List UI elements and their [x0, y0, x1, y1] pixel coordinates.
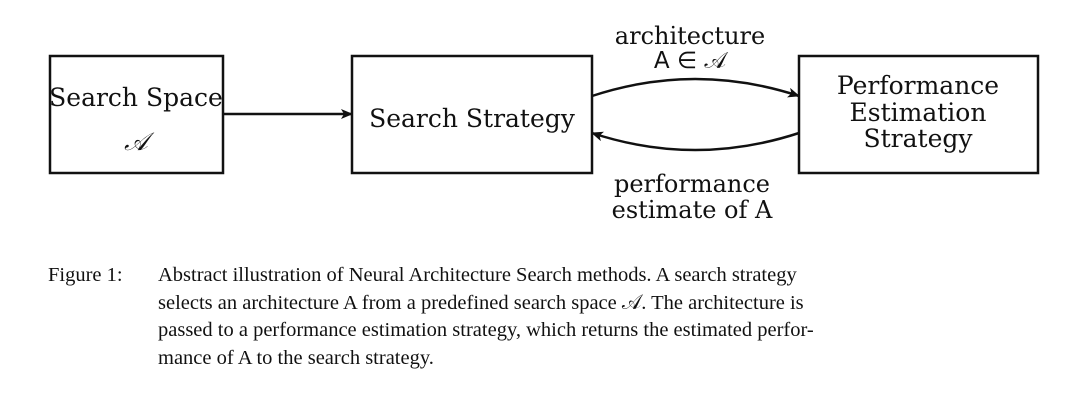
search-space-symbol: 𝒜 — [124, 127, 155, 156]
nas-diagram: Search Space 𝒜 Search Strategy Performan… — [48, 22, 1040, 224]
caption-row-1: Figure 1: Abstract illustration of Neura… — [48, 262, 1048, 290]
figure-caption: Figure 1: Abstract illustration of Neura… — [48, 262, 1048, 372]
caption-label: Figure 1: — [48, 264, 123, 286]
caption-line-2: selects an architecture A from a predefi… — [158, 291, 804, 314]
arrow-strategy-to-estimation — [591, 77, 800, 98]
performance-estimation-box — [797, 54, 1040, 175]
search-strategy-title: Search Strategy — [369, 104, 576, 133]
caption-line-4: mance of A to the search strategy. — [158, 346, 434, 369]
edge-label-architecture-math: A ∈ 𝒜 — [654, 48, 728, 74]
edge-label-architecture: architecture — [615, 22, 765, 50]
search-strategy-node: Search Strategy — [350, 54, 594, 175]
performance-estimation-node: Performance Estimation Strategy — [797, 54, 1040, 175]
caption-line-3: passed to a performance estimation strat… — [158, 319, 814, 341]
search-space-node: Search Space 𝒜 — [48, 54, 225, 175]
edge-label-performance: performance — [614, 170, 770, 198]
performance-estimation-line1: Performance — [837, 71, 999, 100]
search-strategy-box — [350, 54, 594, 175]
performance-estimation-line2: Estimation — [850, 98, 987, 127]
edge-label-performance-estimate: estimate of A — [612, 196, 773, 224]
caption-line-1: Abstract illustration of Neural Architec… — [158, 264, 797, 286]
arrow-estimation-to-strategy — [591, 131, 800, 152]
performance-estimation-line3: Strategy — [864, 124, 974, 153]
search-space-title: Search Space — [49, 83, 223, 112]
